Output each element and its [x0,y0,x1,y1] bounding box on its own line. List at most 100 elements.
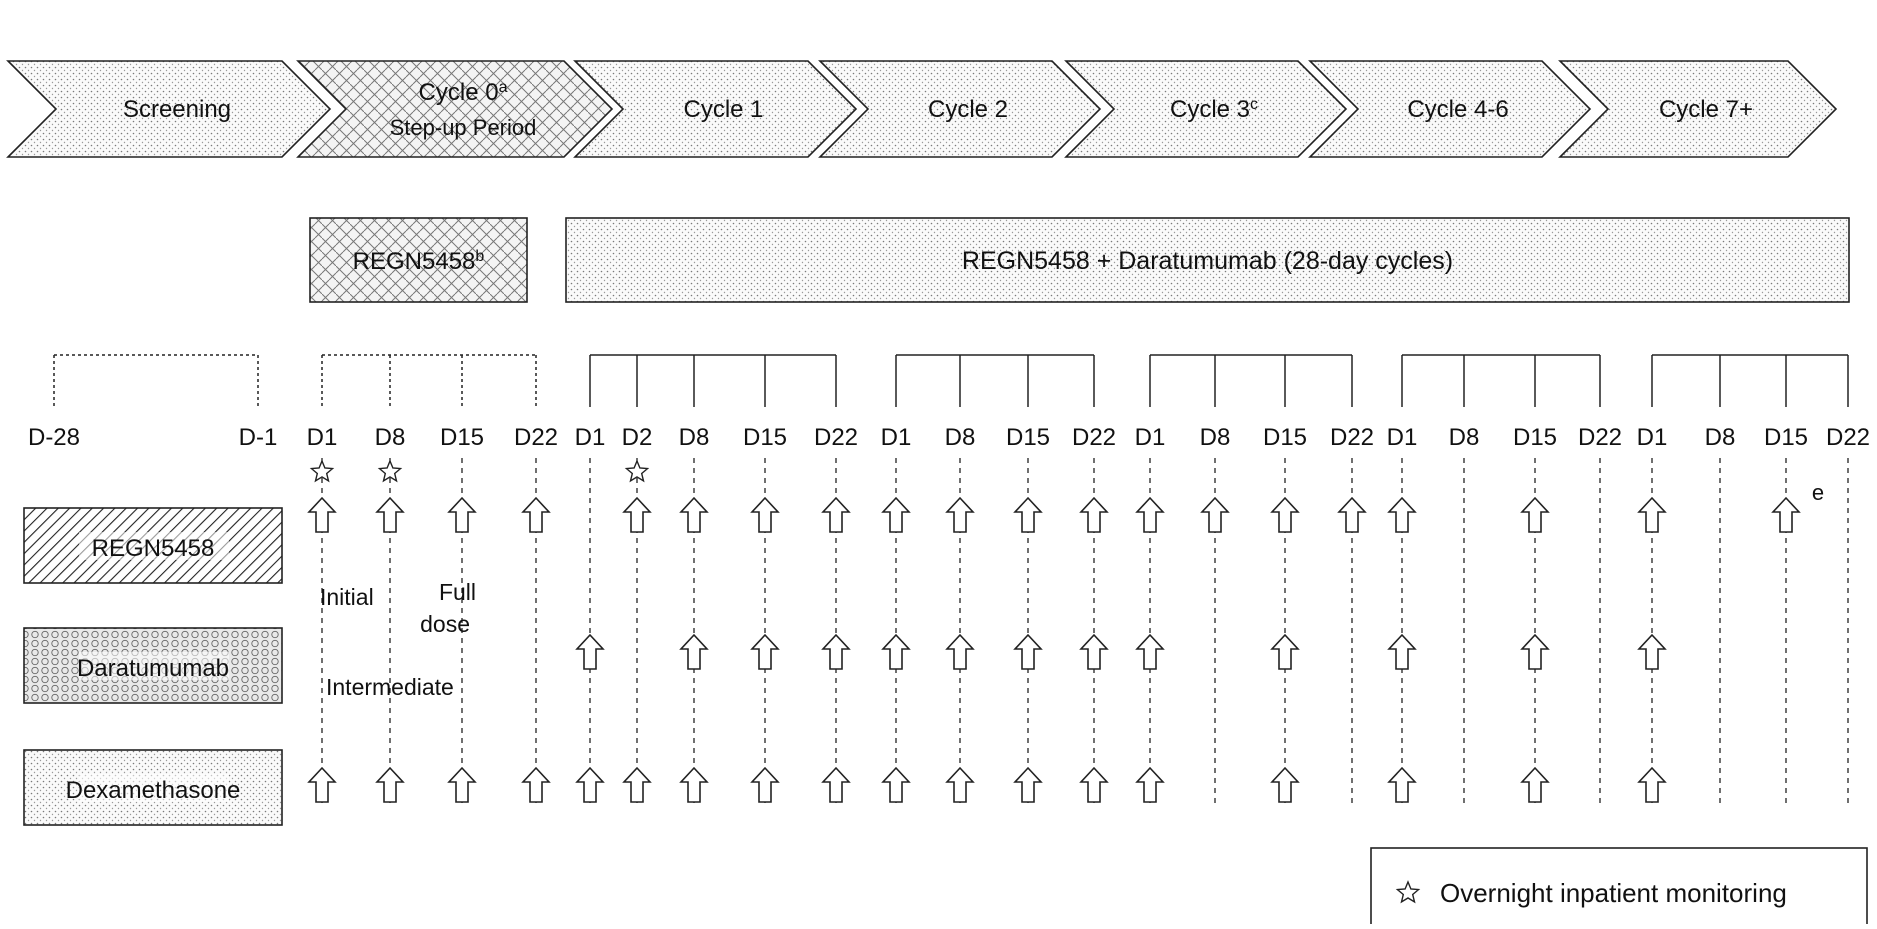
regn5458-dose-arrow [1202,498,1228,532]
day-label: D8 [679,424,710,451]
regn5458-dose-arrow [681,498,707,532]
regn5458-dose-arrow [1773,498,1799,532]
daratumumab-dose-arrow [1137,635,1163,669]
phase-label: Cycle 4-6 [1407,96,1508,123]
day-label: D15 [440,424,484,451]
daratumumab-dose-arrow [1081,635,1107,669]
dexamethasone-dose-arrow [523,768,549,802]
overnight-star-icon [380,461,401,481]
regimen-boxes: REGN5458b REGN5458 + Daratumumab (28-day … [310,218,1849,302]
day-label: D8 [375,424,406,451]
legend-star-text: Overnight inpatient monitoring [1440,878,1787,908]
dexamethasone-dose-arrow [823,768,849,802]
regn5458-dose-arrow [377,498,403,532]
daratumumab-dose-arrow [577,635,603,669]
regn5458-dose-arrow [1639,498,1665,532]
day-label: D-28 [28,424,80,451]
dexamethasone-dose-arrow [681,768,707,802]
daratumumab-dose-arrow [681,635,707,669]
cycle-brackets [54,355,1848,407]
dose-intermediate-label: Intermediate [326,674,454,700]
day-label: D15 [1263,424,1307,451]
regimen-label: REGN5458b [353,248,485,276]
day-label: D22 [514,424,558,451]
day-label: D15 [1764,424,1808,451]
regn5458-dose-arrow [309,498,335,532]
regn5458-dose-arrow [1081,498,1107,532]
phase-chevrons: Screening Cycle 0a Step-up Period Cycle 1 Cy… [8,61,1836,157]
regn5458-dose-arrow [1389,498,1415,532]
dose-full-label: Full [439,579,476,605]
day-label: D8 [945,424,976,451]
regn5458-dose-arrow [883,498,909,532]
regn5458-dose-arrow [1015,498,1041,532]
regn5458-dose-arrow [624,498,650,532]
day-label: D1 [1387,424,1418,451]
dexamethasone-dose-arrow [1272,768,1298,802]
dexamethasone-dose-arrow [624,768,650,802]
legend: Overnight inpatient monitoring [1371,848,1867,924]
regn5458-dose-arrow [449,498,475,532]
dexamethasone-dose-arrow [449,768,475,802]
phase-chevron [298,61,612,157]
overnight-star-icon [627,461,648,481]
daratumumab-dose-arrow [1522,635,1548,669]
phase-label: Cycle 2 [928,96,1008,123]
day-label: D22 [1826,424,1870,451]
dexamethasone-dose-arrow [1081,768,1107,802]
regn5458-dose-arrow [823,498,849,532]
day-label: D1 [1135,424,1166,451]
day-label: D22 [814,424,858,451]
daratumumab-dose-arrow [1389,635,1415,669]
dexamethasone-dose-arrow [1389,768,1415,802]
day-labels: D-28 D-1 D1 D8 D15 D22 D1 D2 D8 D15 D22 D1 D8 D15 D22 D… [28,424,1870,451]
dexamethasone-dose-arrow [1522,768,1548,802]
day-label: D2 [622,424,653,451]
regn5458-dose-arrow [1522,498,1548,532]
day-label: D8 [1449,424,1480,451]
day-label: D-1 [239,424,278,451]
day-label: D22 [1578,424,1622,451]
phase-label: Cycle 7+ [1659,96,1753,123]
daratumumab-dose-arrow [947,635,973,669]
regn5458-dose-arrow [1339,498,1365,532]
dexamethasone-dose-arrow [883,768,909,802]
phase-sublabel: Step-up Period [390,115,537,140]
day-label: D8 [1200,424,1231,451]
daratumumab-dose-arrow [1639,635,1665,669]
dexamethasone-dose-arrow [1639,768,1665,802]
phase-label: Cycle 1 [683,96,763,123]
footnote-e: e [1812,480,1824,505]
dexamethasone-dose-arrow [947,768,973,802]
daratumumab-dose-arrow [883,635,909,669]
day-label: D8 [1705,424,1736,451]
drug-label: REGN5458 [92,535,215,562]
daratumumab-dose-arrow [1015,635,1041,669]
regn5458-dose-arrow [1272,498,1298,532]
day-label: D22 [1072,424,1116,451]
regn5458-dose-arrow [947,498,973,532]
day-label: D1 [881,424,912,451]
dose-arrows [309,498,1799,802]
daratumumab-dose-arrow [1272,635,1298,669]
dexamethasone-dose-arrow [752,768,778,802]
phase-label: Cycle 3c [1170,96,1258,124]
day-label: D15 [1006,424,1050,451]
day-label: D22 [1330,424,1374,451]
day-label: D1 [575,424,606,451]
regimen-label: REGN5458 + Daratumumab (28-day cycles) [962,247,1453,275]
phase-label: Cycle 0a [419,79,508,107]
day-label: D15 [1513,424,1557,451]
annotations: InitialIntermediateFulldosee [312,461,1825,700]
dexamethasone-dose-arrow [377,768,403,802]
drug-boxes: REGN5458DaratumumabDexamethasone [24,508,282,825]
overnight-star-icon [312,461,333,481]
regn5458-dose-arrow [752,498,778,532]
day-label: D15 [743,424,787,451]
dexamethasone-dose-arrow [577,768,603,802]
daratumumab-dose-arrow [752,635,778,669]
day-label: D1 [307,424,338,451]
phase-label: Screening [123,96,231,123]
dose-initial-label: Initial [320,584,374,610]
regn5458-dose-arrow [523,498,549,532]
